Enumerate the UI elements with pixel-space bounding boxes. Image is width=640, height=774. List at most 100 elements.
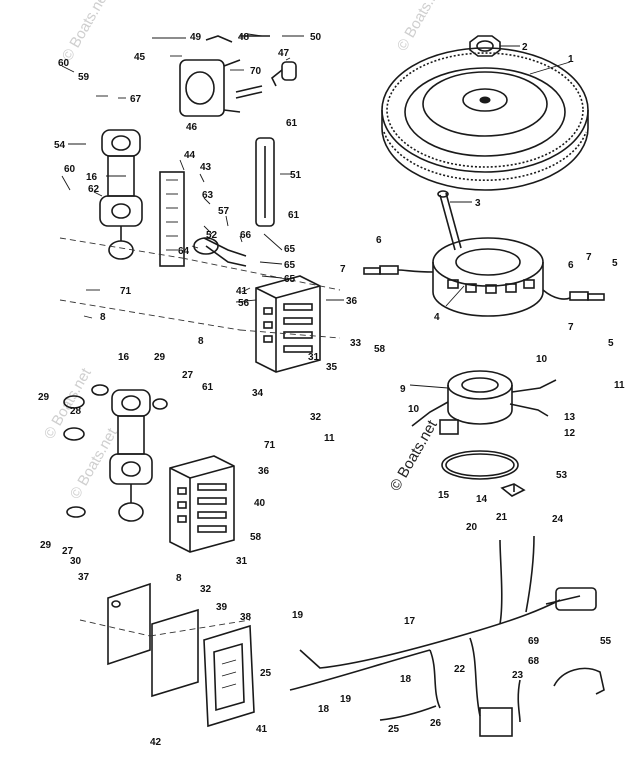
- callout-27-b: 27: [62, 546, 74, 557]
- callout-24: 24: [552, 514, 564, 525]
- callout-67: 67: [130, 94, 142, 105]
- stator: [363, 190, 605, 317]
- callout-66: 66: [240, 230, 252, 241]
- callout-49: 49: [190, 32, 202, 43]
- callout-62: 62: [88, 184, 100, 195]
- switch-box-upper: [255, 275, 321, 373]
- callout-25-a: 25: [260, 668, 272, 679]
- callout-5-b: 5: [608, 338, 614, 349]
- callout-18-b: 18: [400, 674, 412, 685]
- callout-61-c: 61: [202, 382, 214, 393]
- callout-32-b: 32: [200, 584, 212, 595]
- callout-3: 3: [475, 198, 481, 209]
- callout-16-b: 16: [118, 352, 130, 363]
- callout-31-a: 31: [308, 352, 320, 363]
- callout-21: 21: [496, 512, 508, 523]
- terminal-block-strip: [159, 171, 185, 267]
- callout-1: 1: [568, 54, 574, 65]
- flywheel: [381, 47, 589, 191]
- callout-23: 23: [512, 670, 524, 681]
- mounting-plate: [151, 608, 199, 698]
- callout-44: 44: [184, 150, 196, 161]
- callout-53: 53: [556, 470, 568, 481]
- callout-15: 15: [438, 490, 450, 501]
- watermark-mid-left: © Boats.net: [41, 365, 95, 442]
- callout-7-c: 7: [568, 322, 574, 333]
- callout-45: 45: [134, 52, 146, 63]
- callout-14: 14: [476, 494, 488, 505]
- callout-50: 50: [310, 32, 322, 43]
- callout-17: 17: [404, 616, 416, 627]
- harness-bracket: [553, 667, 605, 695]
- callout-9: 9: [400, 384, 406, 395]
- callout-6-b: 6: [568, 260, 574, 271]
- callout-29-c: 29: [40, 540, 52, 551]
- callout-63: 63: [202, 190, 214, 201]
- callout-58-a: 58: [374, 344, 386, 355]
- callout-8-a: 8: [100, 312, 106, 323]
- callout-6-a: 6: [376, 235, 382, 246]
- callout-11-b: 11: [324, 433, 335, 444]
- callout-48: 48: [238, 32, 250, 43]
- callout-38: 38: [240, 612, 252, 623]
- callout-33: 33: [350, 338, 362, 349]
- callout-71-b: 71: [264, 440, 276, 451]
- callout-34: 34: [252, 388, 264, 399]
- bracket-right-tall: [255, 137, 275, 227]
- leader-lines: [61, 33, 571, 389]
- callout-68: 68: [528, 656, 540, 667]
- callout-19-a: 19: [292, 610, 304, 621]
- callout-13: 13: [564, 412, 576, 423]
- callout-54: 54: [54, 140, 66, 151]
- callout-47: 47: [278, 48, 290, 59]
- ignition-coil: [179, 35, 297, 117]
- callout-64: 64: [178, 246, 190, 257]
- callout-19-b: 19: [340, 694, 352, 705]
- callout-36-b: 36: [258, 466, 270, 477]
- callout-58-b: 58: [250, 532, 262, 543]
- spark-plug-leads: [193, 237, 247, 267]
- callout-30: 30: [70, 556, 82, 567]
- callout-56: 56: [238, 298, 250, 309]
- callout-61-b: 61: [288, 210, 300, 221]
- callout-59: 59: [78, 72, 90, 83]
- callout-37: 37: [78, 572, 90, 583]
- callout-29-b: 29: [154, 352, 166, 363]
- watermark-top-left: © Boats.net: [59, 0, 113, 64]
- callout-32-a: 32: [310, 412, 322, 423]
- callout-labels: 1 2 3 4 5 5 6 6 7 7 7 8 8 8 9 10 10 11 1…: [38, 32, 625, 748]
- watermark-top-right: © Boats.net: [394, 0, 448, 54]
- callout-43: 43: [200, 162, 212, 173]
- coil-bracket-left: [99, 129, 143, 260]
- callout-8-b: 8: [198, 336, 204, 347]
- callout-16-a: 16: [86, 172, 98, 183]
- wire-clip: [500, 483, 526, 497]
- callout-65-c: 65: [284, 274, 296, 285]
- callout-57: 57: [218, 206, 230, 217]
- callout-40: 40: [254, 498, 266, 509]
- rubber-cover: [203, 624, 255, 728]
- callout-51: 51: [290, 170, 302, 181]
- washers-lower-left: [63, 384, 168, 518]
- callout-12: 12: [564, 428, 576, 439]
- callout-29-a: 29: [38, 392, 50, 403]
- callout-65-b: 65: [284, 260, 296, 271]
- callout-2-nut: 2: [522, 42, 528, 53]
- callout-8-c: 8: [176, 573, 182, 584]
- switch-box-lower: [169, 455, 235, 553]
- callout-11-a: 11: [614, 380, 625, 391]
- callout-7-a: 7: [340, 264, 346, 275]
- alignment-lines: [59, 237, 341, 637]
- flywheel-nut: [469, 35, 501, 57]
- callout-52: 52: [206, 230, 218, 241]
- callout-31-b: 31: [236, 556, 248, 567]
- coil-bracket-lower: [109, 389, 153, 522]
- callout-28: 28: [70, 406, 82, 417]
- watermarks: © Boats.net © Boats.net © Boats.net © Bo…: [41, 0, 448, 502]
- cover-plate: [107, 582, 151, 666]
- watermark-bottom-left: © Boats.net: [67, 425, 121, 502]
- callout-36-a: 36: [346, 296, 358, 307]
- callout-46: 46: [186, 122, 198, 133]
- watermark-center: © Boats.net: [387, 417, 441, 494]
